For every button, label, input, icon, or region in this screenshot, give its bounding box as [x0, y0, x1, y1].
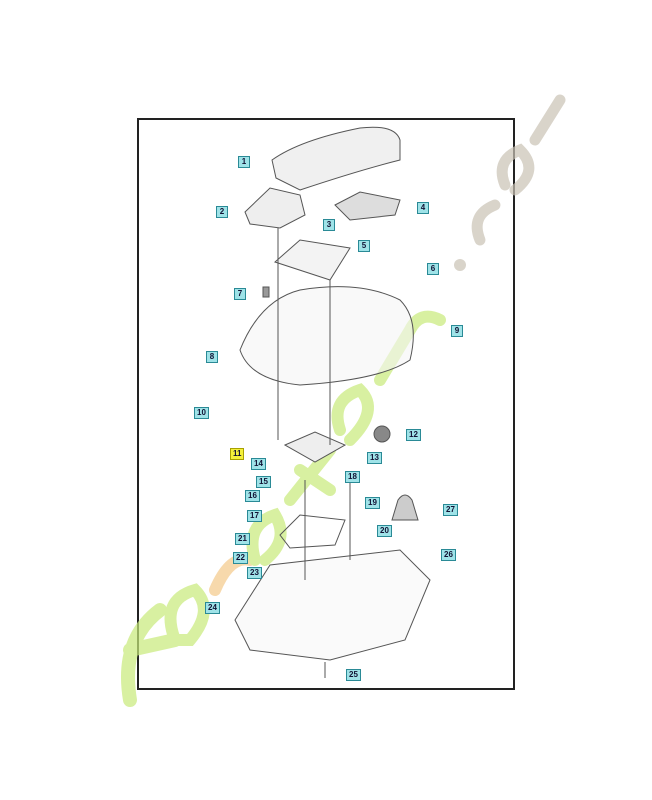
part-label-5[interactable]: 5 — [358, 240, 370, 252]
part-label-18[interactable]: 18 — [345, 471, 360, 483]
diagram-frame — [137, 118, 515, 690]
circuit-cover — [283, 431, 347, 463]
part-label-26[interactable]: 26 — [441, 549, 456, 561]
part-label-23[interactable]: 23 — [247, 567, 262, 579]
keypad-sticker — [274, 239, 351, 281]
part-label-16[interactable]: 16 — [245, 490, 260, 502]
part-label-7[interactable]: 7 — [234, 288, 246, 300]
part-label-6[interactable]: 6 — [427, 263, 439, 275]
bottom-chassis — [234, 549, 431, 661]
spring — [262, 286, 270, 298]
part-label-13[interactable]: 13 — [367, 452, 382, 464]
part-label-8[interactable]: 8 — [206, 351, 218, 363]
part-label-17[interactable]: 17 — [247, 510, 262, 522]
part-label-27[interactable]: 27 — [443, 504, 458, 516]
part-label-21[interactable]: 21 — [235, 533, 250, 545]
part-label-11[interactable]: 11 — [230, 448, 245, 460]
part-label-9[interactable]: 9 — [451, 325, 463, 337]
part-label-10[interactable]: 10 — [194, 407, 209, 419]
display-panel — [334, 191, 401, 221]
part-label-15[interactable]: 15 — [256, 476, 271, 488]
part-label-19[interactable]: 19 — [365, 497, 380, 509]
part-label-12[interactable]: 12 — [406, 429, 421, 441]
part-label-3[interactable]: 3 — [323, 219, 335, 231]
hatch-cover — [244, 187, 306, 229]
charging-cone — [391, 494, 419, 521]
part-label-2[interactable]: 2 — [216, 206, 228, 218]
speaker — [373, 425, 391, 443]
part-label-1[interactable]: 1 — [238, 156, 250, 168]
part-label-14[interactable]: 14 — [251, 458, 266, 470]
chassis-body — [239, 286, 414, 386]
part-label-20[interactable]: 20 — [377, 525, 392, 537]
part-label-25[interactable]: 25 — [346, 669, 361, 681]
gasket — [279, 514, 346, 549]
part-label-22[interactable]: 22 — [233, 552, 248, 564]
part-label-4[interactable]: 4 — [417, 202, 429, 214]
top-cover — [271, 126, 401, 191]
part-label-24[interactable]: 24 — [205, 602, 220, 614]
